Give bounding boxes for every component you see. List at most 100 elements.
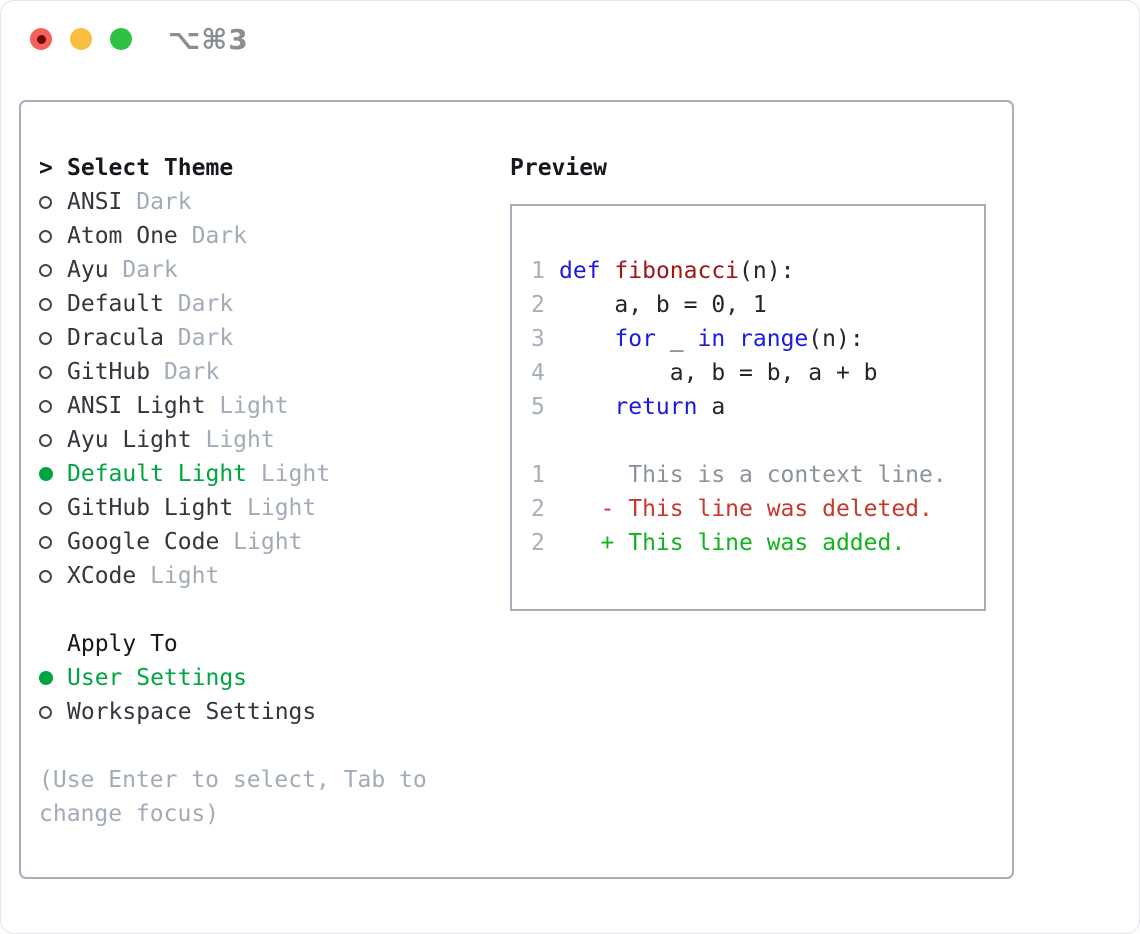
code-segment-keyword: def [559, 258, 601, 284]
code-segment-deleted: - This line was deleted. [559, 496, 933, 522]
code-segment-function: fibonacci [614, 258, 740, 284]
radio-icon [39, 365, 52, 379]
code-line [531, 424, 984, 458]
radio-icon [39, 297, 52, 311]
window-controls [30, 28, 132, 50]
radio-icon [39, 229, 52, 243]
code-segment-context: This is a context line. [559, 462, 947, 488]
code-line: 4 a, b = b, a + b [531, 356, 984, 390]
minimize-button[interactable] [70, 28, 92, 50]
apply-to-title: Apply To [67, 631, 178, 657]
option-label: Ayu [67, 257, 109, 283]
option-label: Default Light [67, 461, 248, 487]
code-segment-keyword: for [614, 326, 656, 352]
theme-option-ayu[interactable]: Ayu Dark [39, 253, 510, 287]
theme-option-github-light[interactable]: GitHub Light Light [39, 491, 510, 525]
variant-label: Light [219, 529, 303, 555]
option-label: Dracula [67, 325, 164, 351]
code-segment-plain: a, b = 0, 1 [559, 292, 767, 318]
code-segment-plain [601, 258, 615, 284]
line-number: 5 [531, 394, 545, 420]
radio-selected-icon [39, 467, 53, 481]
theme-option-ansi-light[interactable]: ANSI Light Light [39, 389, 510, 423]
option-label: GitHub Light [67, 495, 234, 521]
variant-label: Light [205, 393, 289, 419]
code-segment-keyword: in [697, 326, 726, 352]
variant-label: Dark [177, 223, 248, 249]
preview-title: Preview [510, 155, 607, 181]
line-number: 3 [531, 326, 545, 352]
code-segment-keyword: return [614, 394, 698, 420]
option-label: Google Code [67, 529, 220, 555]
line-number: 1 [531, 258, 545, 284]
help-line-1: (Use Enter to select, Tab to [39, 767, 427, 793]
option-label: Workspace Settings [67, 699, 317, 725]
zoom-button[interactable] [110, 28, 132, 50]
apply-option-user-settings[interactable]: User Settings [39, 661, 510, 695]
radio-icon [39, 399, 52, 413]
code-segment-plain: a, b = b, a + b [559, 360, 878, 386]
variant-label: Dark [108, 257, 178, 283]
theme-option-dracula[interactable]: Dracula Dark [39, 321, 510, 355]
variant-label: Light [247, 461, 331, 487]
line-number: 4 [531, 360, 545, 386]
line-number: 1 [531, 462, 545, 488]
close-button[interactable] [30, 28, 52, 50]
radio-icon [39, 569, 52, 583]
theme-option-xcode[interactable]: XCode Light [39, 559, 510, 593]
theme-option-google-code[interactable]: Google Code Light [39, 525, 510, 559]
radio-icon [39, 263, 52, 277]
line-number: 2 [531, 496, 545, 522]
option-label: XCode [67, 563, 137, 589]
option-label: ANSI Light [67, 393, 206, 419]
option-label: User Settings [67, 665, 248, 691]
code-segment-plain: (n): [808, 326, 864, 352]
select-theme-header: > Select Theme [39, 151, 510, 185]
code-segment-plain: a [697, 394, 726, 420]
select-theme-title: Select Theme [67, 155, 234, 181]
apply-option-workspace-settings[interactable]: Workspace Settings [39, 695, 510, 729]
spacer-line [39, 729, 510, 763]
code-segment-plain [559, 326, 614, 352]
option-label: GitHub [67, 359, 151, 385]
variant-label: Dark [163, 325, 234, 351]
code-segment-added: + This line was added. [559, 530, 906, 556]
option-label: ANSI [67, 189, 123, 215]
theme-option-default-light[interactable]: Default Light Light [39, 457, 510, 491]
radio-icon [39, 501, 52, 515]
theme-option-github[interactable]: GitHub Dark [39, 355, 510, 389]
spacer-line [39, 593, 510, 627]
radio-icon [39, 705, 52, 719]
prompt-icon: > [39, 155, 53, 181]
variant-label: Dark [150, 359, 220, 385]
code-segment-keyword: range [739, 326, 809, 352]
radio-selected-icon [39, 671, 53, 685]
variant-label: Dark [122, 189, 192, 215]
option-label: Atom One [67, 223, 178, 249]
variant-label: Light [233, 495, 317, 521]
preview-header: Preview [510, 151, 1012, 185]
code-segment-plain: _ [655, 326, 698, 352]
theme-option-default[interactable]: Default Dark [39, 287, 510, 321]
code-line: 5 return a [531, 390, 984, 424]
code-line: 1 This is a context line. [531, 458, 984, 492]
radio-icon [39, 535, 52, 549]
code-line: 1 def fibonacci(n): [531, 254, 984, 288]
theme-option-ansi[interactable]: ANSI Dark [39, 185, 510, 219]
theme-option-ayu-light[interactable]: Ayu Light Light [39, 423, 510, 457]
radio-icon [39, 195, 52, 209]
theme-option-atom-one[interactable]: Atom One Dark [39, 219, 510, 253]
option-label: Ayu Light [67, 427, 192, 453]
code-segment-plain: (n): [739, 258, 795, 284]
variant-label: Dark [163, 291, 234, 317]
apply-to-header: Apply To [39, 627, 510, 661]
code-segment-plain [559, 394, 614, 420]
help-line-2: change focus) [39, 801, 220, 827]
help-text: (Use Enter to select, Tab to change focu… [39, 763, 510, 831]
